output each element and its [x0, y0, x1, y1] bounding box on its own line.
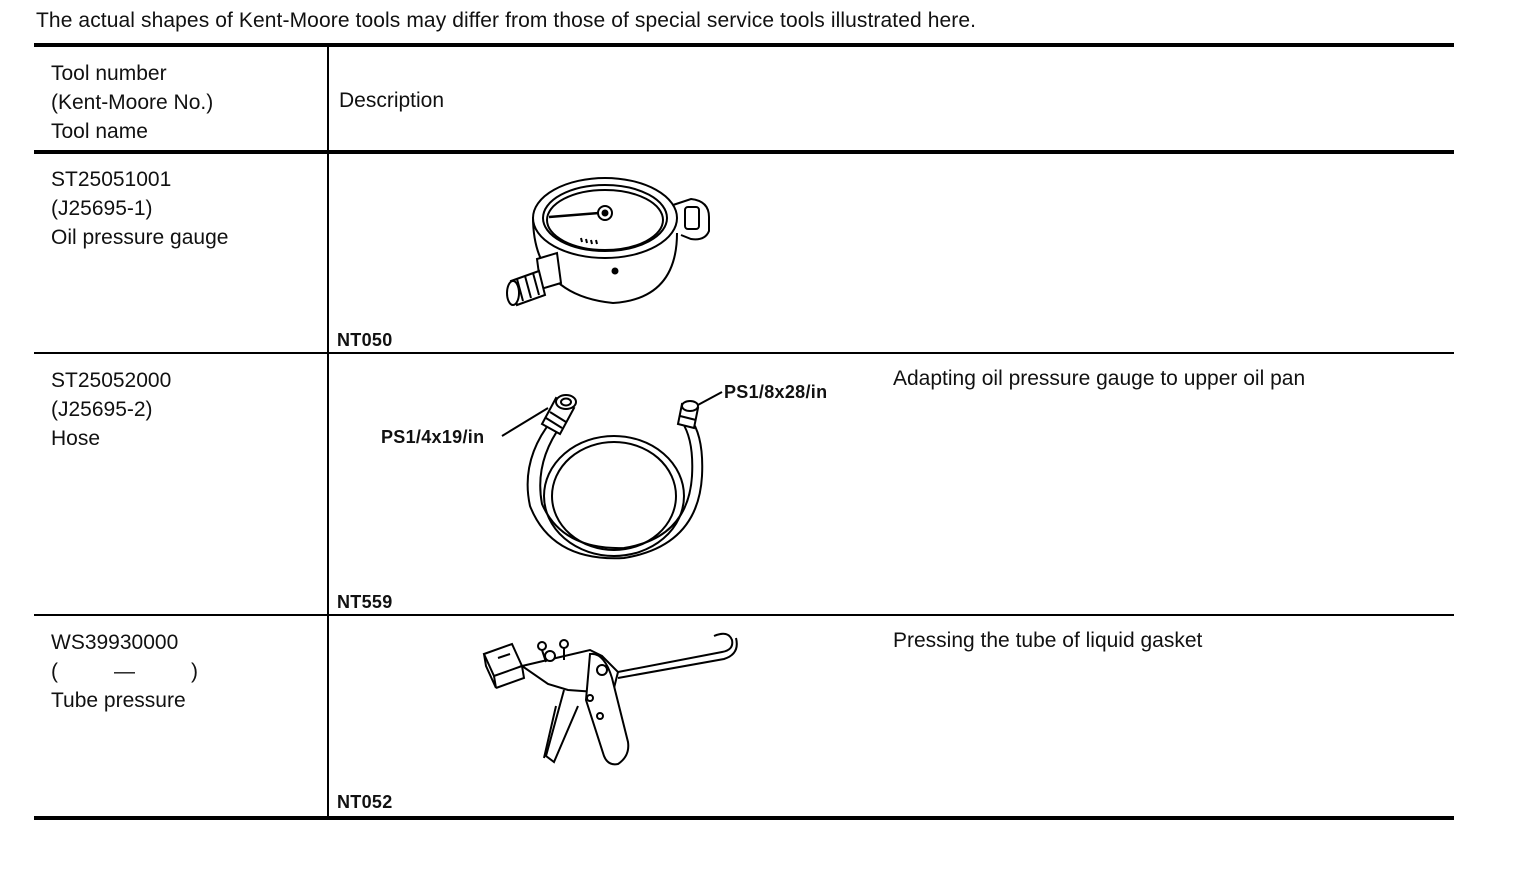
- row-divider-2: [34, 614, 1454, 616]
- header-tool-number: Tool number: [51, 62, 167, 85]
- header-kent-moore: (Kent-Moore No.): [51, 91, 214, 114]
- row-3-figure-code: NT052: [337, 792, 393, 812]
- row-1-tool-number: ST25051001: [51, 168, 172, 191]
- table-top-rule: [34, 43, 1454, 47]
- table-bottom-rule: [34, 816, 1454, 820]
- hose-callout-left: PS1/4x19/in: [381, 427, 485, 447]
- row-3-kent-moore: ( —): [51, 657, 198, 686]
- oil-pressure-gauge-illustration: [506, 177, 710, 307]
- row-2-tool-number: ST25052000: [51, 369, 172, 392]
- row-2-kent-moore: (J25695-2): [51, 398, 153, 421]
- row-3-kent-moore-open: (: [51, 660, 58, 683]
- header-tool-column: Tool number (Kent-Moore No.) Tool name: [51, 59, 213, 146]
- header-description: Description: [339, 89, 445, 112]
- row-3-tool-name: Tube pressure: [51, 689, 186, 712]
- row-2-tool-cell: ST25052000 (J25695-2) Hose: [51, 366, 171, 453]
- row-2-description: Adapting oil pressure gauge to upper oil…: [893, 367, 1306, 390]
- row-3-tool-cell: WS39930000 ( —) Tube pressure: [51, 628, 198, 715]
- row-3-description: Pressing the tube of liquid gasket: [893, 629, 1203, 652]
- row-1-figure-code: NT050: [337, 330, 393, 350]
- row-2-tool-name: Hose: [51, 427, 101, 450]
- row-2-figure-code: NT559: [337, 592, 393, 612]
- column-divider: [327, 45, 329, 820]
- row-3-kent-moore-dash: —: [114, 660, 135, 683]
- header-tool-name: Tool name: [51, 120, 148, 143]
- notice-text: The actual shapes of Kent-Moore tools ma…: [36, 9, 977, 32]
- row-1-tool-name: Oil pressure gauge: [51, 226, 229, 249]
- tube-pressure-illustration: [482, 632, 738, 766]
- hose-illustration: [501, 391, 723, 560]
- header-bottom-rule: [34, 150, 1454, 154]
- row-1-tool-cell: ST25051001 (J25695-1) Oil pressure gauge: [51, 165, 228, 252]
- row-divider-1: [34, 352, 1454, 354]
- row-3-kent-moore-close: ): [191, 660, 198, 683]
- row-1-kent-moore: (J25695-1): [51, 197, 153, 220]
- hose-callout-right: PS1/8x28/in: [724, 382, 828, 402]
- row-3-tool-number: WS39930000: [51, 631, 179, 654]
